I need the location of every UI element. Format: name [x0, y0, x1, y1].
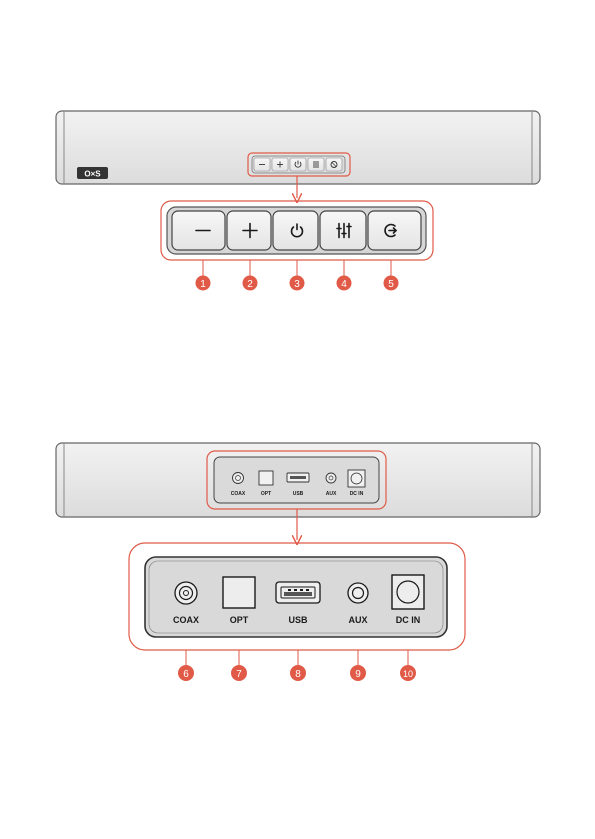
svg-text:OPT: OPT: [261, 491, 271, 497]
dc-in-port-icon: [392, 575, 424, 609]
soundbar-top-view: O×S: [56, 111, 540, 198]
port-panel-zoom: COAX 6 OPT 7 USB 8 AUX 9 DC IN 10: [129, 543, 465, 681]
svg-text:DC IN: DC IN: [350, 491, 364, 497]
svg-text:AUX: AUX: [326, 491, 337, 497]
optical-port-icon: [223, 577, 255, 608]
port-label: USB: [288, 615, 308, 625]
equalizer-icon: [337, 224, 351, 238]
callout-badge-6: 6: [178, 665, 194, 681]
svg-text:COAX: COAX: [231, 491, 246, 497]
control-button-3: [273, 211, 318, 250]
callout-badge-8: 8: [290, 665, 306, 681]
control-button-4: [320, 211, 366, 250]
callout-number: 10: [403, 669, 413, 679]
control-button-5: [368, 211, 421, 250]
callout-badge-10: 10: [400, 665, 416, 681]
callout-number: 5: [388, 279, 394, 290]
callout-number: 2: [247, 279, 253, 290]
control-button-1: [172, 211, 225, 250]
port-label: COAX: [173, 615, 199, 625]
mini-port-strip: COAX OPT USB AUX DC IN: [214, 457, 379, 503]
port-10: DC IN: [392, 575, 424, 625]
soundbar-rear-view: COAX OPT USB AUX DC IN: [56, 443, 540, 540]
callout-number: 6: [183, 669, 189, 680]
callout-number: 3: [294, 279, 300, 290]
callout-number: 9: [355, 669, 361, 680]
port-label: OPT: [230, 615, 249, 625]
callout-badge-3: 3: [290, 276, 305, 291]
svg-text:USB: USB: [293, 491, 304, 497]
mini-button-strip: [252, 156, 345, 173]
port-label: AUX: [348, 615, 367, 625]
callout-badge-4: 4: [337, 276, 352, 291]
callout-number: 8: [295, 669, 301, 680]
callout-number: 4: [341, 279, 347, 290]
callout-badge-2: 2: [243, 276, 258, 291]
usb-port-icon: [276, 582, 320, 603]
control-button-2: [227, 211, 271, 250]
callout-badge-1: 1: [196, 276, 211, 291]
callout-badge-5: 5: [384, 276, 399, 291]
brand-logo: O×S: [77, 167, 108, 179]
callout-number: 1: [200, 279, 206, 290]
callout-badge-7: 7: [231, 665, 247, 681]
aux-port-icon: [348, 583, 368, 603]
coax-port-icon: [175, 582, 197, 604]
svg-text:O×S: O×S: [84, 170, 101, 179]
callout-badge-9: 9: [350, 665, 366, 681]
callout-number: 7: [236, 669, 242, 680]
port-label: DC IN: [396, 615, 421, 625]
control-panel-zoom: 1 2 3 4 5: [161, 201, 433, 291]
